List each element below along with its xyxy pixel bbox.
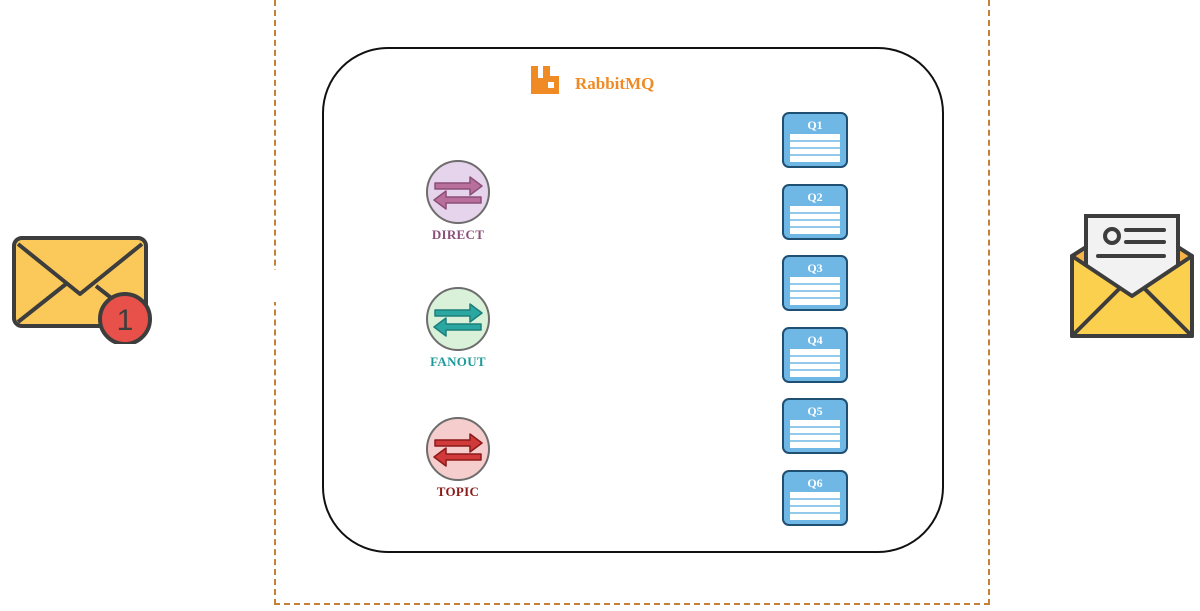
brand-title: RabbitMQ [575,74,655,93]
queue-q6: Q6 [782,470,848,526]
dashed-boundary [274,0,990,605]
exchange-arrows-icon [426,417,490,481]
queue-q4: Q4 [782,327,848,383]
queue-label: Q6 [807,476,823,490]
exchange-fanout: FANOUT [413,286,503,370]
queue-q5: Q5 [782,398,848,454]
rabbitmq-brand: RabbitMQ [529,64,654,96]
queue-q1: Q1 [782,112,848,168]
queue-icon [782,327,848,383]
boundary-gap [270,270,280,302]
queue-label: Q3 [807,261,823,275]
exchange-label: DIRECT [431,227,485,242]
queue-icon [782,255,848,311]
queue-icon [782,398,848,454]
exchange-topic: TOPIC [413,416,503,500]
exchange-arrows-icon [426,287,490,351]
queue-q2: Q2 [782,184,848,240]
notification-count: 1 [117,304,134,337]
producer-envelope-icon: 1 [10,234,160,349]
queue-label: Q1 [807,118,823,132]
exchange-label: FANOUT [430,354,486,369]
consumer-open-letter-icon [1066,212,1198,349]
queue-icon [782,112,848,168]
queue-q3: Q3 [782,255,848,311]
queue-label: Q2 [807,190,823,204]
queue-icon [782,470,848,526]
exchange-label: TOPIC [436,484,480,499]
queue-label: Q4 [807,333,823,347]
exchange-direct: DIRECT [413,159,503,243]
queue-label: Q5 [807,404,823,418]
queue-icon [782,184,848,240]
exchange-arrows-icon [426,160,490,224]
rabbitmq-logo-icon [531,66,559,94]
